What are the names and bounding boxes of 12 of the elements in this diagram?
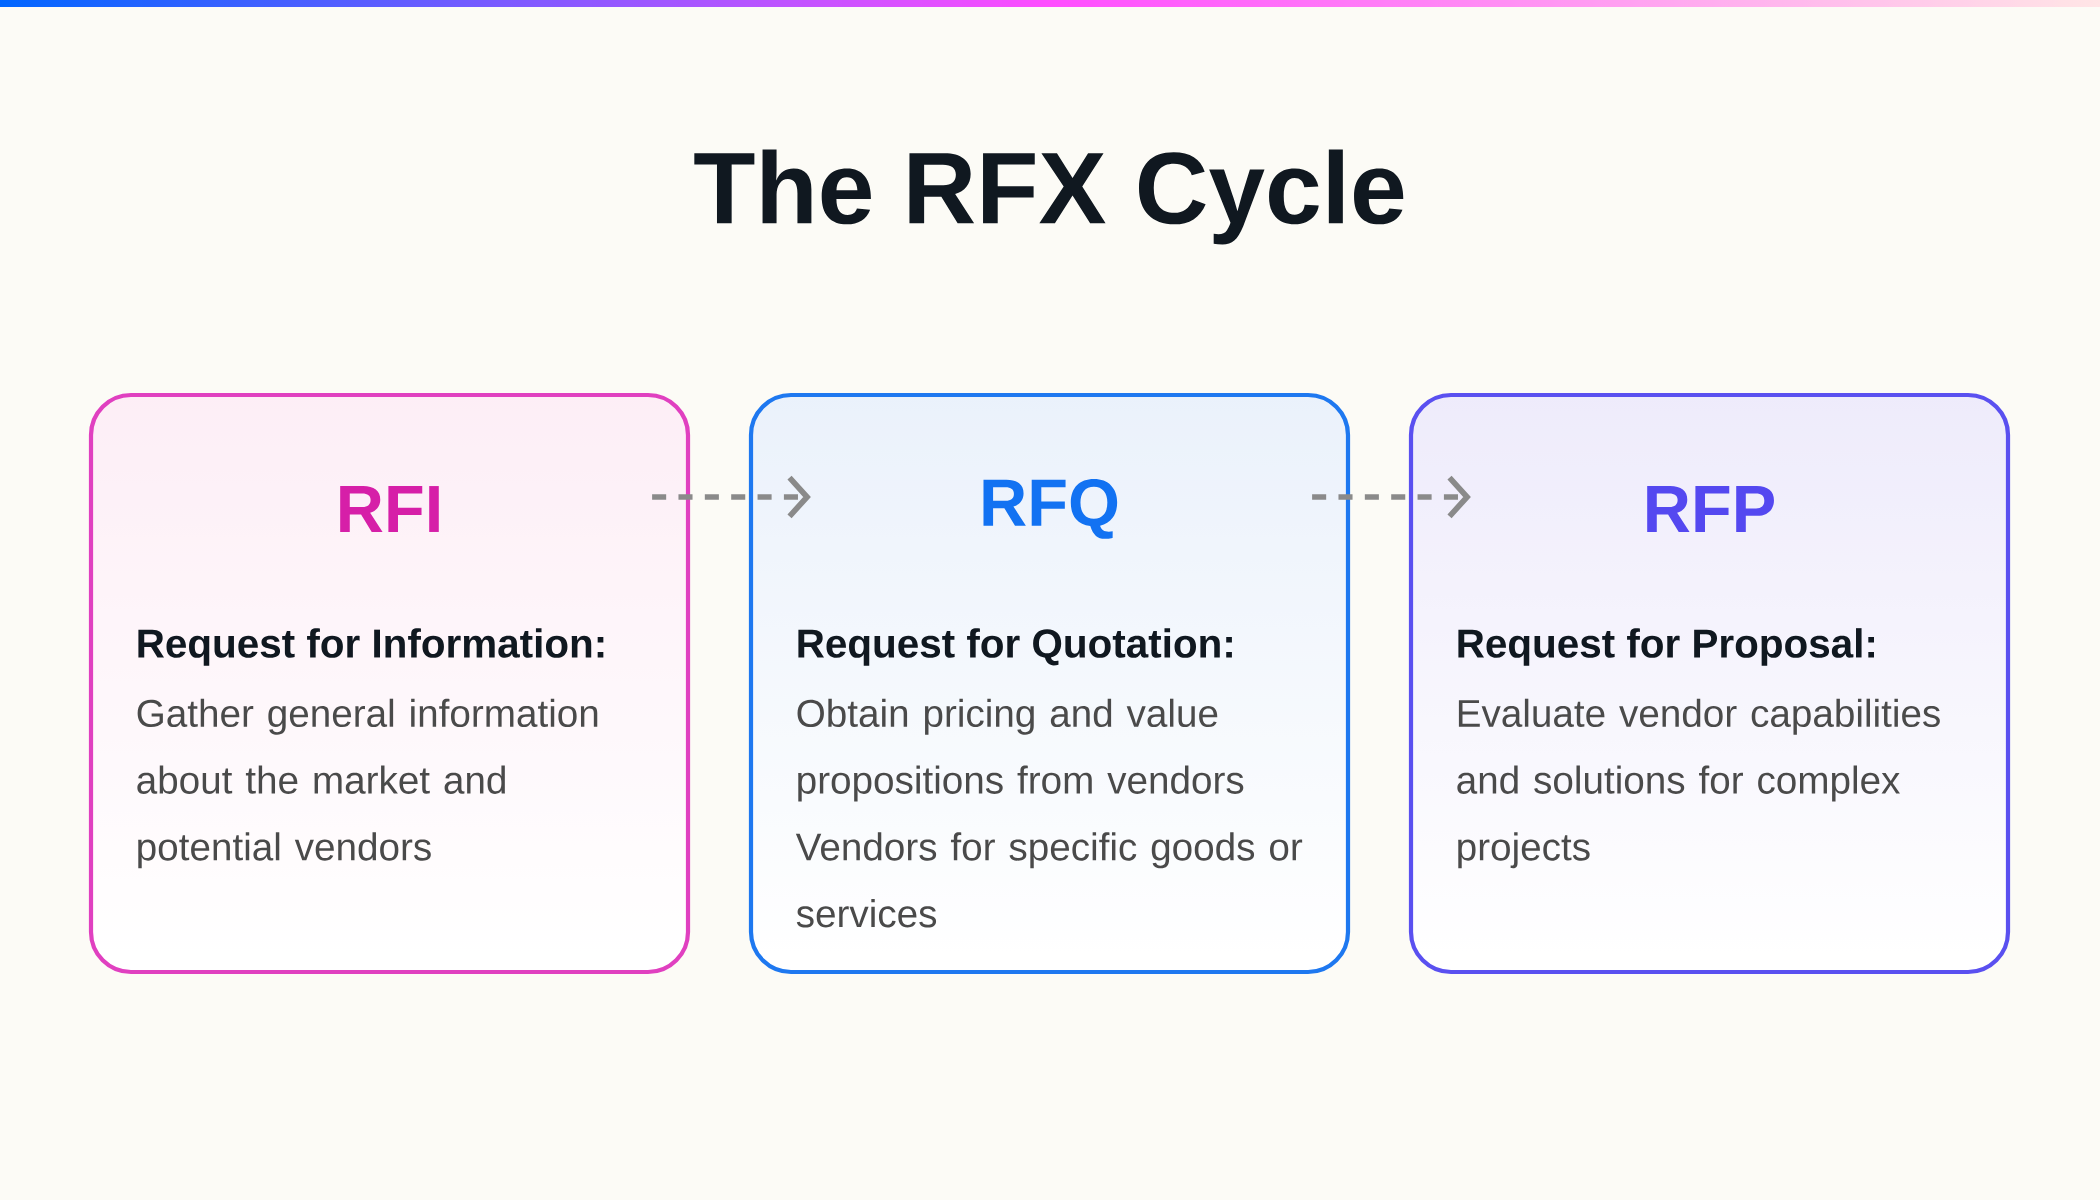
- card-heading: Request for Quotation:: [798, 628, 1232, 666]
- acronym: RFI: [340, 486, 439, 532]
- card-heading: Request for Information:: [138, 628, 604, 666]
- title: The RFX Cycle: [694, 149, 1404, 245]
- acronym: RFP: [1647, 486, 1774, 532]
- card-description: Gather general information about the market and potential vendors: [137, 698, 598, 869]
- acronym: RFQ: [983, 479, 1118, 539]
- arrow: [652, 475, 811, 519]
- card-heading: Request for Proposal:: [1458, 628, 1874, 666]
- arrow: [1312, 475, 1471, 519]
- card-description: Evaluate vendor capabilities and solutions for complex projects: [1457, 698, 1940, 869]
- card-description: Obtain pricing and value propositions from vendors Vendors for specific goods or services: [795, 698, 1303, 928]
